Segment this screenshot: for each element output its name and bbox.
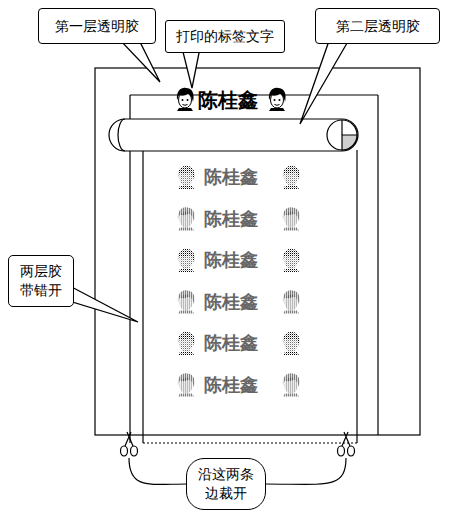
face-icon (178, 166, 195, 189)
leader-line (129, 458, 187, 484)
face-icon (283, 166, 300, 189)
label-name: 陈桂鑫 (198, 87, 258, 114)
callout-text: 打印的标签文字 (176, 27, 274, 46)
face-icon (283, 332, 300, 355)
label-name: 陈桂鑫 (204, 165, 258, 189)
callout-tail (66, 38, 350, 322)
face-icon (283, 249, 300, 272)
callout-text: 第一层透明胶 (55, 17, 139, 36)
scissors-symbol (121, 432, 355, 456)
face-icon (178, 290, 195, 313)
face-icon (283, 373, 300, 396)
callout-box: 沿这两条边裁开 (186, 458, 266, 510)
callout-box: 两层胶带错开 (8, 255, 74, 307)
callout-text: 第二层透明胶 (336, 17, 420, 36)
face-icon (178, 207, 195, 230)
face-icon (178, 373, 195, 396)
face-icon (283, 290, 300, 313)
tape-roll (109, 119, 358, 151)
leader-line (265, 458, 346, 484)
callout-box: 第二层透明胶 (315, 8, 440, 44)
face-icon (283, 207, 300, 230)
first-tape-layer (95, 68, 420, 435)
callout-box: 第一层透明胶 (38, 8, 156, 44)
face-icon (177, 88, 194, 111)
label-name: 陈桂鑫 (204, 290, 258, 314)
callout-text: 沿这两条边裁开 (197, 465, 254, 503)
label-name: 陈桂鑫 (204, 373, 258, 397)
face-icon (269, 88, 286, 111)
label-name: 陈桂鑫 (204, 248, 258, 272)
face-icons (177, 88, 300, 397)
callout-box: 打印的标签文字 (165, 20, 285, 53)
callout-text: 两层胶带错开 (19, 262, 62, 300)
face-icon (178, 332, 195, 355)
label-name: 陈桂鑫 (204, 331, 258, 355)
label-name: 陈桂鑫 (204, 207, 258, 231)
face-icon (178, 249, 195, 272)
